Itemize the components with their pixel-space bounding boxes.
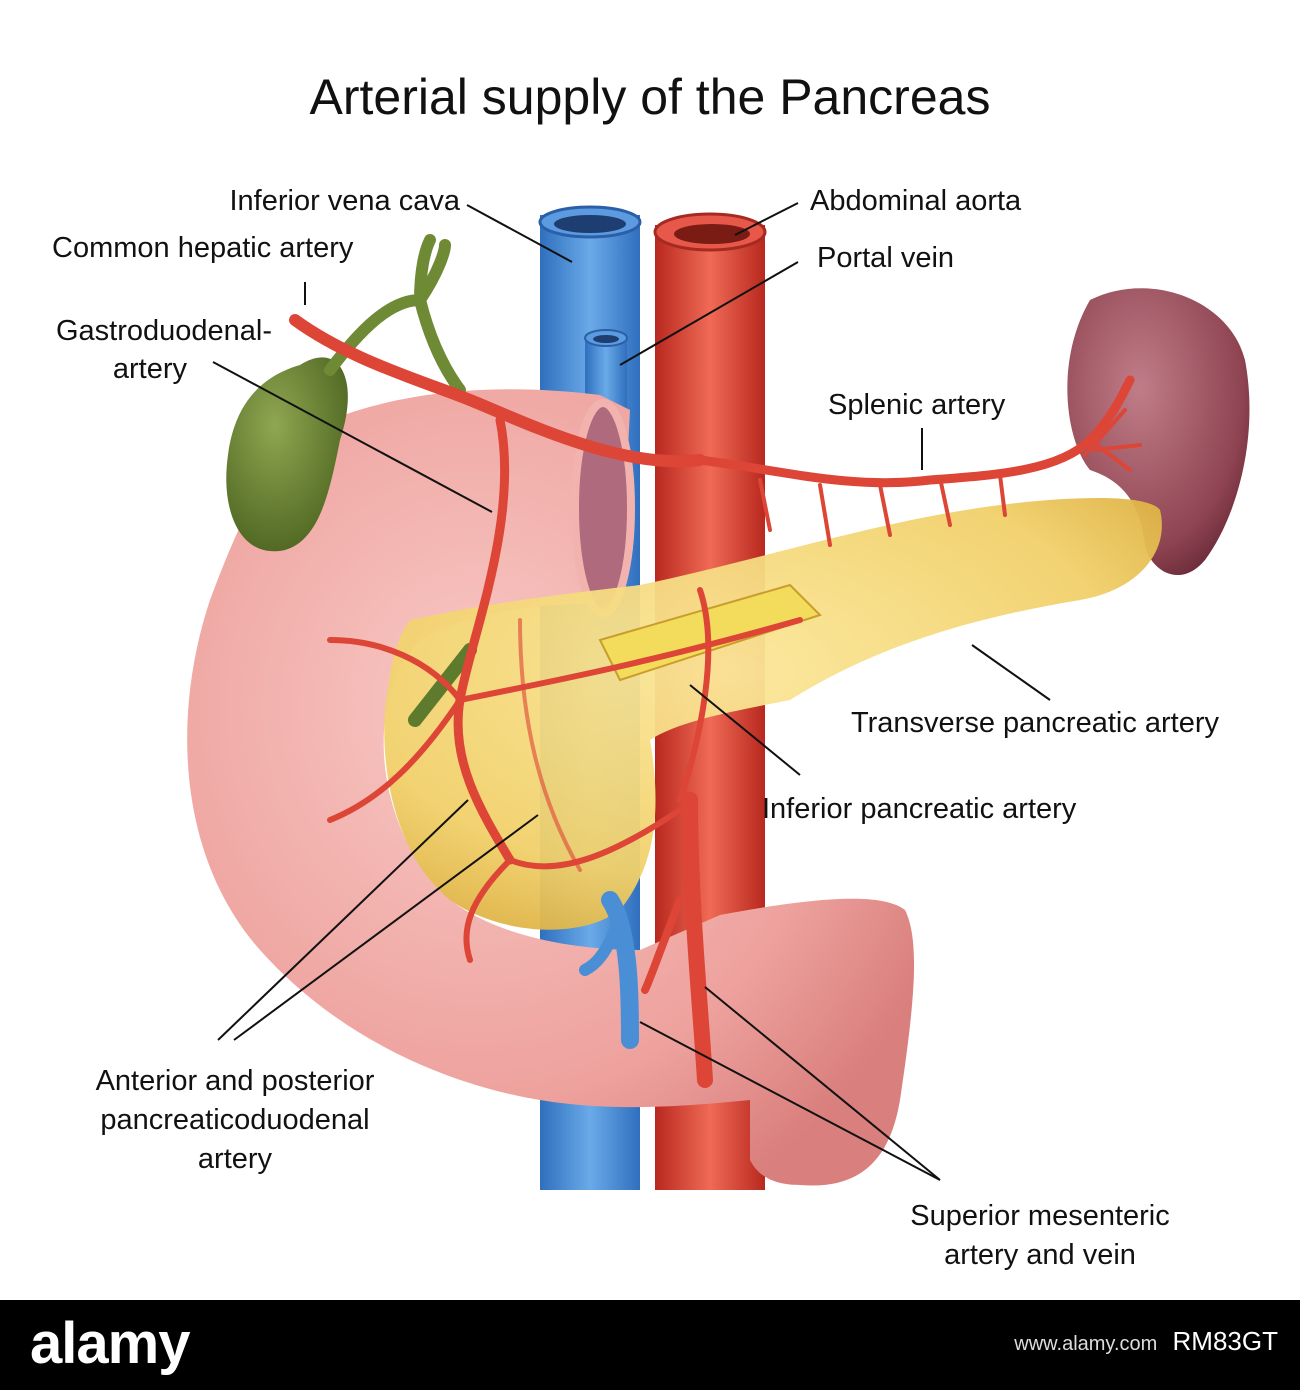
label-abdominal-aorta: Abdominal aorta bbox=[810, 183, 1021, 219]
image-id-text: RM83GT bbox=[1173, 1326, 1278, 1356]
label-common-hepatic-artery: Common hepatic artery bbox=[52, 230, 353, 266]
brand-logo: alamy bbox=[30, 1310, 189, 1377]
duodenum-opening-shape bbox=[575, 403, 631, 613]
label-portal-vein: Portal vein bbox=[817, 240, 954, 276]
label-pancreaticoduodenal-line3: artery bbox=[40, 1141, 430, 1177]
label-pancreaticoduodenal-line1: Anterior and posterior bbox=[40, 1063, 430, 1099]
footer-bar: alamy www.alamy.com RM83GT bbox=[0, 1300, 1300, 1390]
label-inferior-vena-cava: Inferior vena cava bbox=[150, 183, 460, 219]
label-superior-mesenteric-line1: Superior mesenteric bbox=[870, 1198, 1210, 1234]
label-inferior-pancreatic-artery: Inferior pancreatic artery bbox=[762, 791, 1076, 827]
label-transverse-pancreatic-artery: Transverse pancreatic artery bbox=[851, 705, 1219, 741]
image-id: www.alamy.com RM83GT bbox=[1014, 1326, 1278, 1357]
site-url: www.alamy.com bbox=[1014, 1333, 1157, 1355]
label-gastroduodenal-line2: artery bbox=[0, 351, 187, 387]
label-superior-mesenteric-line2: artery and vein bbox=[870, 1237, 1210, 1273]
label-pancreaticoduodenal-line2: pancreaticoduodenal bbox=[40, 1102, 430, 1138]
label-splenic-artery: Splenic artery bbox=[828, 387, 1005, 423]
label-gastroduodenal-line1: Gastroduodenal- bbox=[0, 313, 272, 349]
